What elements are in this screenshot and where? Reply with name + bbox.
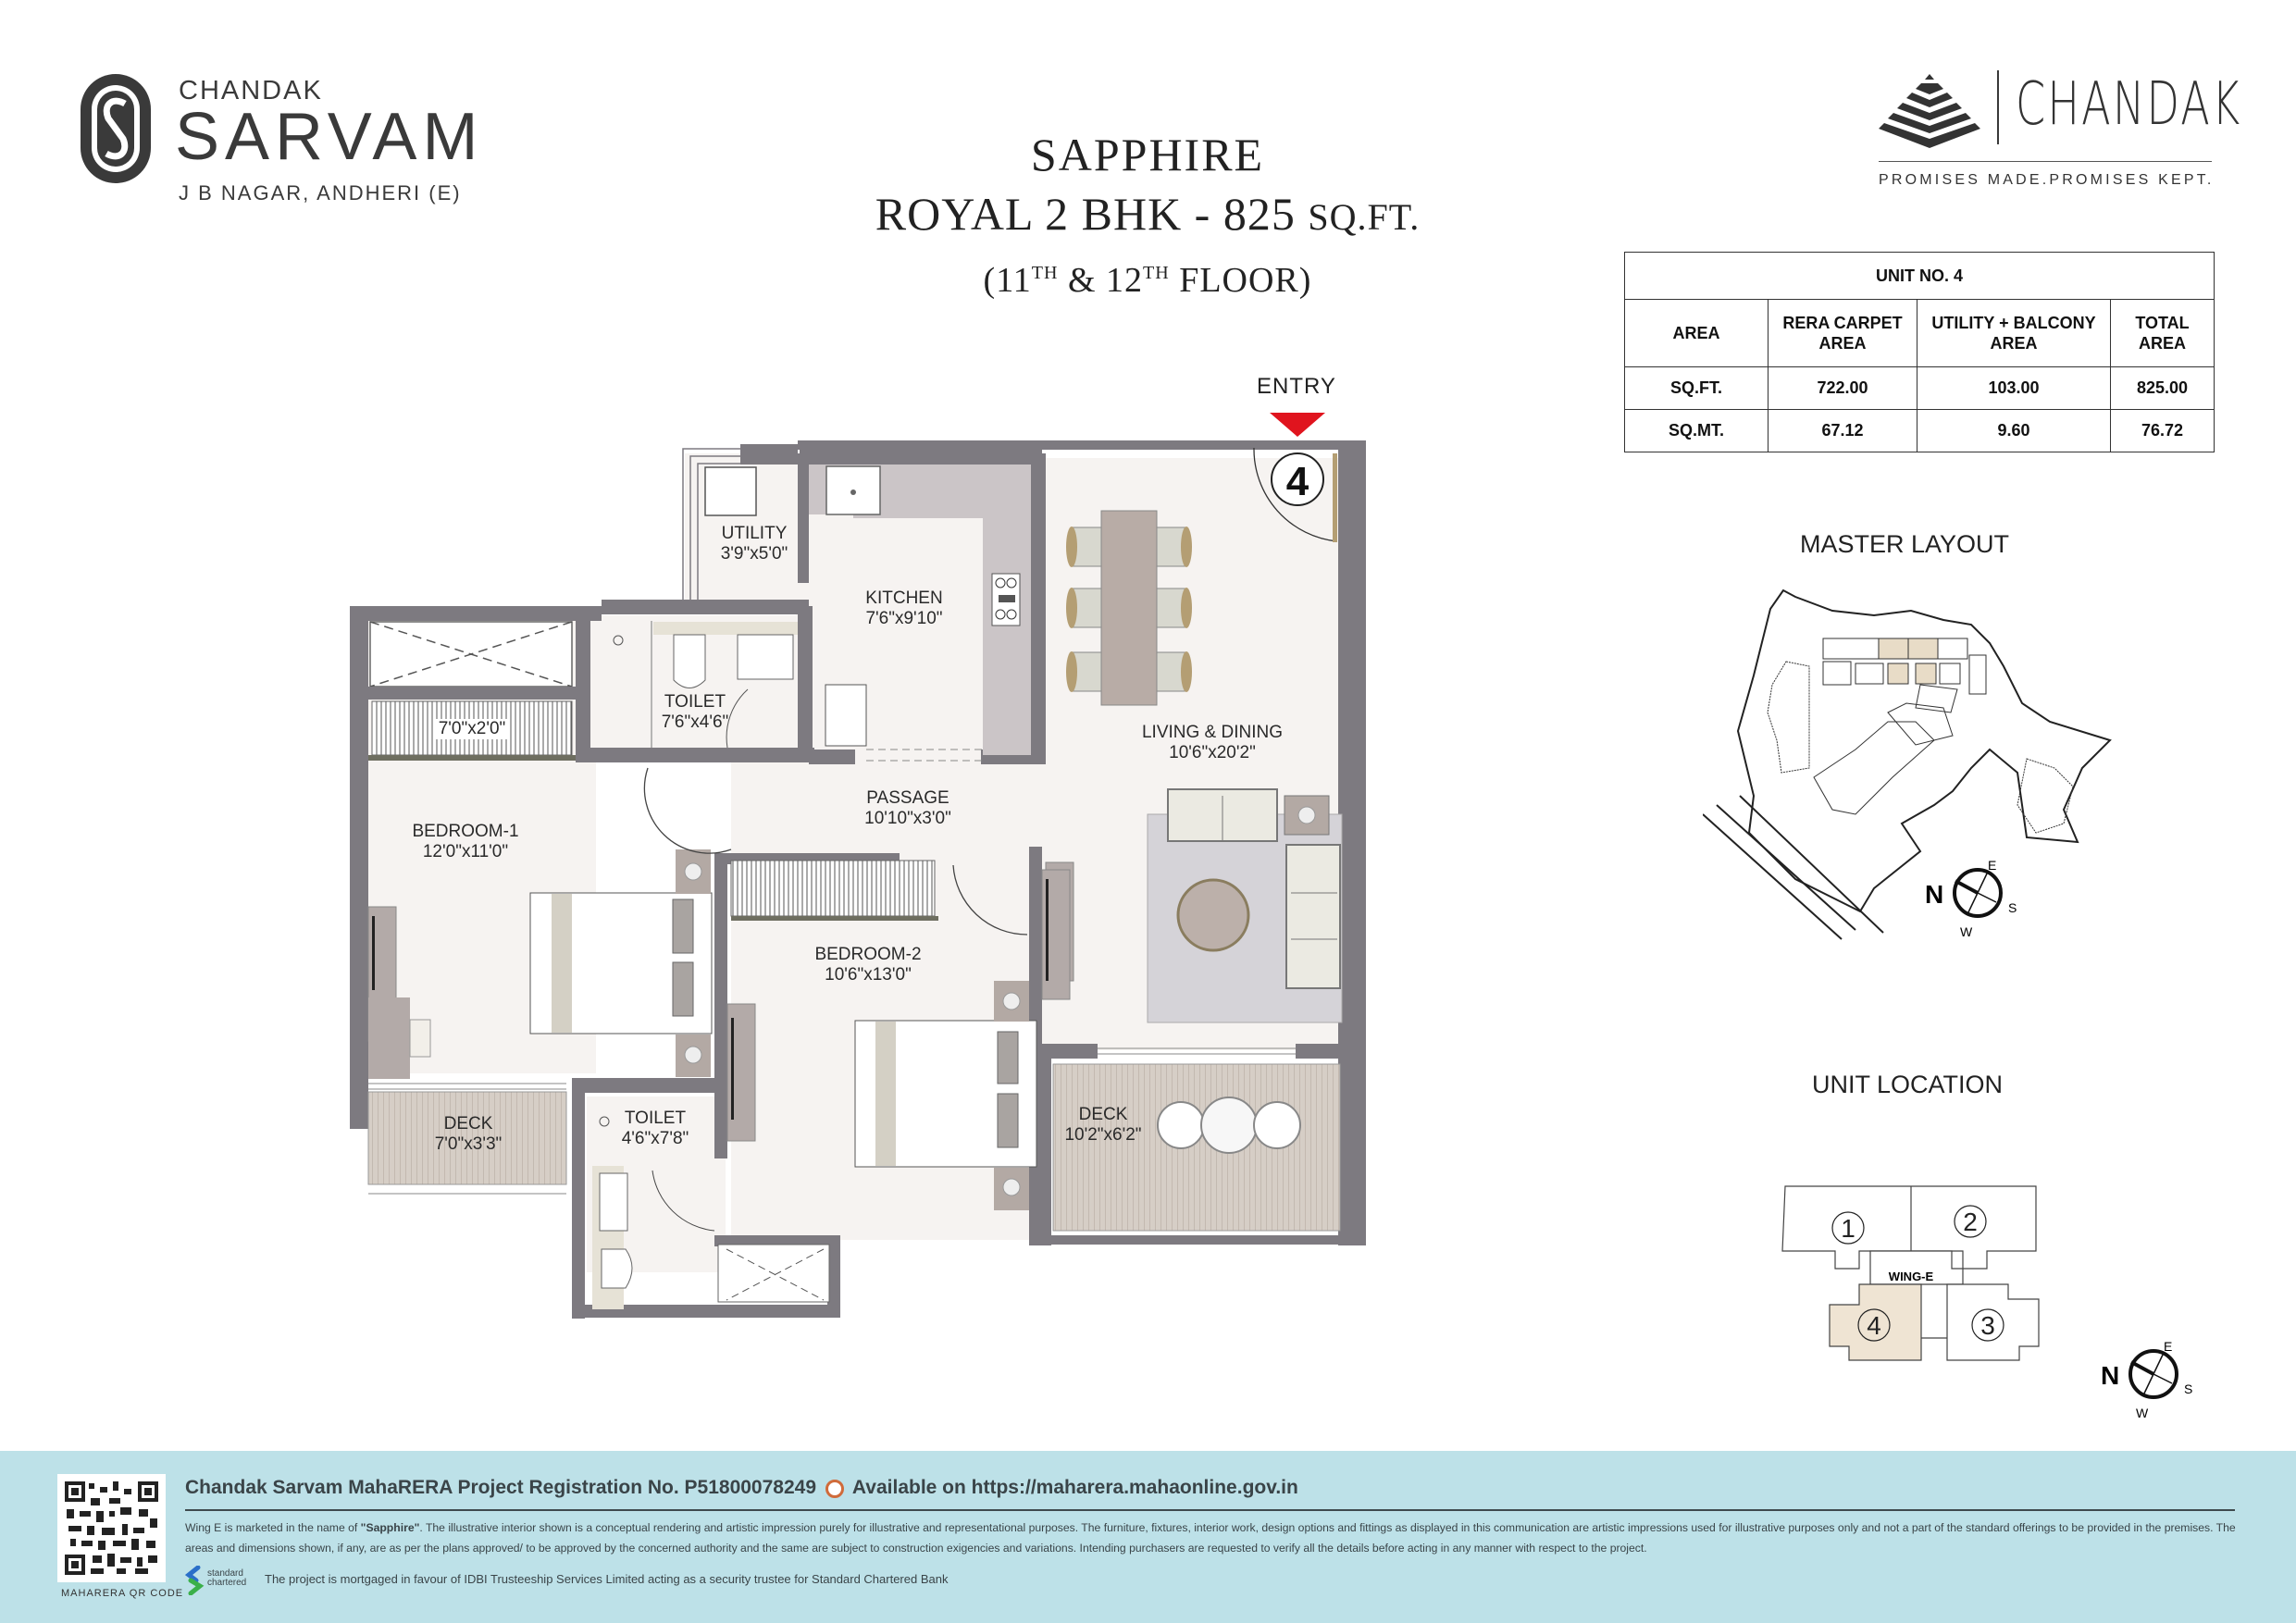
svg-text:W: W bbox=[2136, 1406, 2149, 1420]
svg-text:E: E bbox=[2164, 1339, 2172, 1354]
svg-text:WING-E: WING-E bbox=[1889, 1270, 1934, 1283]
compass-icon: N E S W bbox=[2101, 1339, 2192, 1420]
walls bbox=[350, 440, 1366, 1319]
brand-tagline: PROMISES MADE.PROMISES KEPT. bbox=[1879, 172, 2215, 188]
toilet1-fixtures bbox=[613, 621, 798, 749]
svg-text:3: 3 bbox=[1980, 1311, 1995, 1340]
utility-railing bbox=[682, 448, 740, 606]
svg-text:E: E bbox=[1988, 858, 1996, 873]
floor-plan: 4 bbox=[350, 413, 1366, 1319]
svg-text:2: 2 bbox=[1963, 1208, 1978, 1236]
brand-company: CHANDAK bbox=[179, 76, 323, 105]
kitchen-counter bbox=[809, 465, 1031, 762]
plan-title: SAPPHIRE ROYAL 2 BHK - 825 SQ.FT. (11TH … bbox=[796, 125, 1499, 306]
bedroom1-door[interactable] bbox=[643, 767, 732, 854]
pyramid-icon bbox=[1879, 74, 1980, 148]
svg-text:N: N bbox=[1925, 880, 1943, 909]
maharera-link[interactable]: Available on https://maharera.mahaonline… bbox=[851, 1477, 1298, 1498]
maharera-qr-code[interactable] bbox=[57, 1474, 166, 1582]
brand-location: J B NAGAR, ANDHERI (E) bbox=[179, 181, 462, 204]
footer-divider bbox=[185, 1509, 2235, 1511]
fridge-icon bbox=[825, 684, 867, 747]
svg-text:N: N bbox=[2101, 1361, 2119, 1390]
unit-location-label: UNIT LOCATION bbox=[1812, 1071, 2004, 1098]
floor-range: (11TH & 12TH FLOOR) bbox=[983, 261, 1312, 300]
bedroom1-bed bbox=[367, 849, 713, 1079]
entry-arrow-icon bbox=[1270, 413, 1325, 437]
table-row: SQ.MT. 67.12 9.60 76.72 bbox=[1624, 409, 2215, 452]
standard-chartered-logo-icon bbox=[185, 1566, 205, 1595]
deck-small bbox=[367, 1083, 567, 1195]
chandak-sarvam-logo: CHANDAK SARVAM J B NAGAR, ANDHERI (E) bbox=[79, 72, 478, 204]
svg-text:4: 4 bbox=[1867, 1311, 1881, 1340]
unit-number-badge bbox=[1271, 452, 1324, 506]
dining-table bbox=[1066, 510, 1192, 706]
col-area: AREA bbox=[1624, 299, 1769, 367]
toilet2-fixtures bbox=[592, 1116, 830, 1309]
wing-name: SAPPHIRE bbox=[1030, 129, 1265, 180]
svg-text:4: 4 bbox=[1286, 459, 1309, 504]
qr-code-icon bbox=[63, 1480, 160, 1577]
table-row: SQ.FT. 722.00 103.00 825.00 bbox=[1624, 366, 2215, 410]
master-layout-label: MASTER LAYOUT bbox=[1800, 530, 2010, 558]
entry-label: ENTRY bbox=[1257, 374, 1336, 399]
washing-machine-icon bbox=[704, 466, 757, 516]
svg-text:1: 1 bbox=[1841, 1214, 1855, 1243]
svg-text:S: S bbox=[2184, 1381, 2192, 1396]
bedroom1-wardrobe-size: 7'0"x2'0" bbox=[434, 719, 510, 739]
brand-project: SARVAM bbox=[175, 100, 484, 174]
rera-registration: Chandak Sarvam MahaRERA Project Registra… bbox=[185, 1477, 1298, 1498]
disclaimer-text: Wing E is marketed in the name of "Sapph… bbox=[185, 1521, 2236, 1555]
brand-name: CHANDAK bbox=[2016, 70, 2242, 139]
deck-large bbox=[1052, 1047, 1341, 1232]
bedroom2-furniture bbox=[726, 860, 1071, 1210]
bedroom1-storage bbox=[368, 621, 576, 761]
svg-text:S: S bbox=[2008, 900, 2017, 915]
svg-text:W: W bbox=[1960, 924, 1973, 939]
unit-number-header: UNIT NO. 4 bbox=[1624, 252, 2215, 300]
unit-4-highlight bbox=[1829, 1283, 1922, 1361]
chandak-logo: CHANDAK PROMISES MADE.PROMISES KEPT. bbox=[1879, 65, 2240, 194]
footer: MAHARERA QR CODE Chandak Sarvam MahaRERA… bbox=[0, 1451, 2296, 1623]
logo-rule bbox=[1879, 161, 2212, 162]
entry-door[interactable] bbox=[1253, 447, 1338, 542]
qr-label: MAHARERA QR CODE bbox=[61, 1588, 184, 1599]
maharera-badge-icon bbox=[825, 1480, 844, 1498]
unit-location-map: WING-E 1 2 3 4 bbox=[1781, 1185, 2040, 1361]
unit-type: ROYAL 2 BHK - 825 SQ.FT. bbox=[875, 188, 1421, 240]
master-layout-map bbox=[1703, 588, 2112, 940]
sarvam-monogram-icon bbox=[81, 74, 151, 183]
logo-separator bbox=[1997, 70, 1999, 144]
compass-icon: N E S W bbox=[1925, 858, 2017, 939]
